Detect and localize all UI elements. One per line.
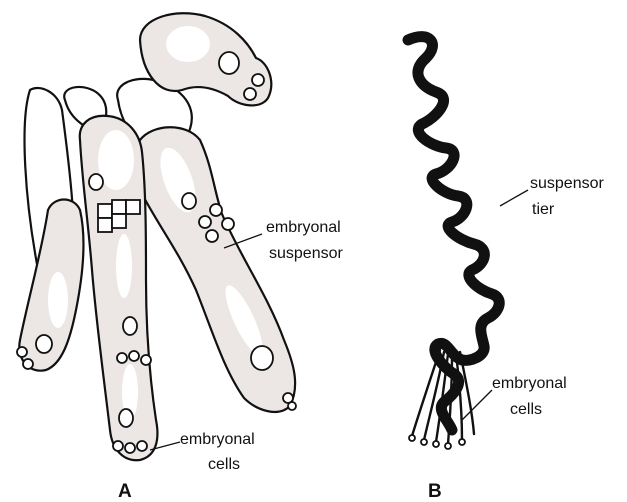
embryonal-cell	[23, 359, 33, 369]
label-embryonal-cells-b-line1: embryonal	[492, 375, 567, 392]
vacuole	[116, 234, 132, 298]
embryonal-cell	[252, 74, 264, 86]
nucleus	[123, 317, 137, 335]
vacuole	[48, 272, 68, 328]
embryonal-cell	[244, 88, 256, 100]
embryonal-cell	[17, 347, 27, 357]
tier-leader-line	[500, 190, 528, 206]
label-embryonal-suspensor-line1: embryonal	[266, 219, 341, 236]
embryonal-cell	[409, 435, 415, 441]
embryonal-cell	[222, 218, 234, 230]
label-embryonal-cells-a-line2: cells	[208, 456, 240, 473]
nucleus	[119, 409, 133, 427]
embryonal-cell	[117, 353, 127, 363]
embryonal-cell	[199, 216, 211, 228]
embryonal-cell	[288, 402, 296, 410]
nucleus	[182, 193, 196, 209]
embryonal-cell	[433, 441, 439, 447]
embryonal-cell	[112, 200, 126, 214]
cells-b-leader-line	[462, 390, 492, 420]
label-suspensor-tier-line2: tier	[532, 201, 555, 218]
vacuole	[166, 26, 210, 62]
embryonal-cell	[125, 443, 135, 453]
embryonal-cell	[112, 214, 126, 228]
nucleus	[219, 52, 239, 74]
embryonal-cell	[210, 204, 222, 216]
embryonal-cell	[126, 200, 140, 214]
embryonal-cell	[129, 351, 139, 361]
panel-a-drawing	[17, 13, 296, 460]
suspensor-cell-diagonal	[136, 127, 296, 412]
embryonal-cell	[137, 441, 147, 451]
panel-letter-a: A	[118, 481, 132, 502]
nucleus	[89, 174, 103, 190]
nucleus	[36, 335, 52, 353]
label-embryonal-suspensor-line2: suspensor	[269, 245, 343, 262]
embryonal-cell	[98, 218, 112, 232]
label-suspensor-tier-line1: suspensor	[530, 175, 604, 192]
label-embryonal-cells-b-line2: cells	[510, 401, 542, 418]
embryonal-cell	[445, 443, 451, 449]
embryonal-cell	[113, 441, 123, 451]
embryonal-cell	[421, 439, 427, 445]
panel-letter-b: B	[428, 481, 442, 502]
embryonal-cell	[98, 204, 112, 218]
label-embryonal-cells-a-line1: embryonal	[180, 431, 255, 448]
embryonal-cell	[459, 439, 465, 445]
embryonal-cell	[206, 230, 218, 242]
embryonal-cell	[141, 355, 151, 365]
nucleus	[251, 346, 273, 370]
